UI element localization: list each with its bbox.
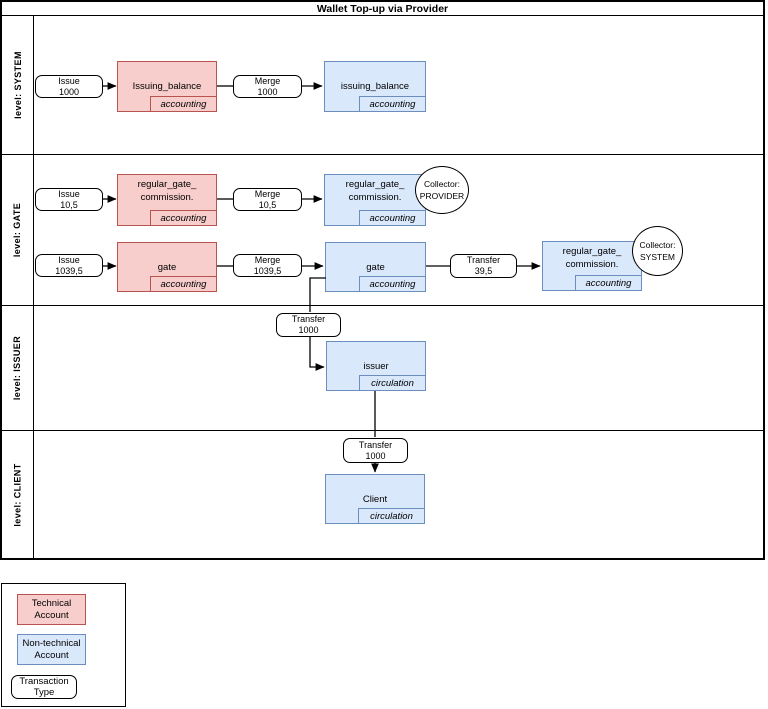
account-label: Issuing_balance bbox=[132, 81, 202, 92]
collector-label: Collector: bbox=[424, 179, 460, 189]
legend-transaction-type: Transaction Type bbox=[11, 675, 77, 699]
transaction-amount: 10,5 bbox=[258, 199, 277, 210]
lane-label-system: level: SYSTEM bbox=[2, 16, 33, 154]
transaction-amount: 39,5 bbox=[474, 266, 493, 276]
account-issuing-balance: issuing_balance accounting bbox=[324, 61, 426, 112]
lane-label-text: level: SYSTEM bbox=[12, 51, 23, 119]
legend-label: Account bbox=[34, 649, 69, 661]
account-tab-label: circulation bbox=[358, 508, 425, 524]
lane-label-divider bbox=[33, 16, 34, 560]
account-regular-gate-commission-technical: regular_gate_ commission. accounting bbox=[117, 174, 217, 226]
account-label: commission. bbox=[348, 192, 402, 203]
transaction-amount: 10,5 bbox=[60, 199, 78, 210]
transaction-amount: 1000 bbox=[298, 325, 319, 335]
legend-label: Account bbox=[34, 609, 69, 621]
account-tab-label: accounting bbox=[575, 275, 642, 291]
transaction-amount: 1000 bbox=[58, 86, 80, 97]
lane-label-text: level: CLIENT bbox=[12, 463, 23, 527]
transaction-verb: Transfer bbox=[358, 439, 393, 450]
transaction-verb: Merge bbox=[254, 75, 281, 86]
collector-provider-badge: Collector: PROVIDER bbox=[415, 166, 469, 214]
account-tab-label: accounting bbox=[359, 276, 426, 292]
transaction-issue-1000: Issue 1000 bbox=[35, 75, 103, 98]
account-label: regular_gate_ bbox=[562, 246, 622, 257]
collector-name: SYSTEM bbox=[640, 252, 675, 262]
legend-box: Technical Account Non-technical Account … bbox=[1, 583, 126, 707]
collector-system-badge: Collector: SYSTEM bbox=[632, 226, 683, 276]
transaction-transfer-39-5: Transfer 39,5 bbox=[450, 254, 517, 278]
account-label: Client bbox=[362, 493, 388, 505]
lane-label-text: level: ISSUER bbox=[12, 335, 23, 400]
transaction-merge-1000: Merge 1000 bbox=[233, 75, 302, 98]
account-issuer: issuer circulation bbox=[326, 341, 426, 391]
legend-label: Transaction bbox=[19, 675, 69, 687]
legend-label: Non-technical bbox=[22, 638, 81, 649]
transaction-verb: Issue bbox=[58, 188, 80, 199]
pool-title: Wallet Top-up via Provider bbox=[0, 0, 765, 16]
transaction-verb: Merge bbox=[254, 188, 281, 199]
collector-label: Collector: bbox=[639, 240, 676, 250]
account-regular-gate-commission-provider: regular_gate_ commission. accounting bbox=[324, 174, 426, 226]
account-client: Client circulation bbox=[325, 474, 425, 524]
transaction-amount: 1039,5 bbox=[55, 265, 83, 276]
account-tab-label: circulation bbox=[359, 375, 426, 391]
lane-label-gate: level: GATE bbox=[2, 154, 33, 305]
transaction-verb: Issue bbox=[58, 75, 80, 86]
lane-separator bbox=[0, 154, 765, 155]
account-tab-label: accounting bbox=[359, 96, 426, 112]
account-gate: gate accounting bbox=[325, 242, 426, 292]
account-tab-label: accounting bbox=[150, 210, 217, 226]
account-label: commission. bbox=[565, 259, 619, 270]
transaction-merge-1039-5: Merge 1039,5 bbox=[233, 254, 302, 277]
account-regular-gate-commission-system: regular_gate_ commission. accounting bbox=[542, 241, 642, 291]
account-label: commission. bbox=[140, 192, 194, 203]
account-label: gate bbox=[157, 261, 177, 273]
account-label: issuer bbox=[363, 360, 389, 372]
account-issuing-balance-technical: Issuing_balance accounting bbox=[117, 61, 217, 112]
transaction-transfer-1000-client: Transfer 1000 bbox=[343, 438, 408, 463]
account-label: regular_gate_ bbox=[137, 179, 197, 190]
collector-name: PROVIDER bbox=[419, 191, 465, 201]
account-label: regular_gate_ bbox=[345, 179, 405, 190]
transaction-verb: Transfer bbox=[466, 255, 501, 265]
legend-label: Technical bbox=[31, 598, 72, 609]
lane-label-issuer: level: ISSUER bbox=[2, 305, 33, 430]
legend-nontechnical-account: Non-technical Account bbox=[17, 634, 86, 665]
lane-separator bbox=[0, 430, 765, 431]
transaction-amount: 1000 bbox=[257, 86, 278, 97]
transaction-verb: Transfer bbox=[291, 314, 326, 324]
lane-separator bbox=[0, 305, 765, 306]
account-label: gate bbox=[366, 261, 385, 273]
transaction-verb: Issue bbox=[58, 254, 80, 265]
transaction-amount: 1000 bbox=[365, 450, 386, 461]
transaction-transfer-1000-issuer: Transfer 1000 bbox=[276, 313, 341, 337]
transaction-amount: 1039,5 bbox=[253, 265, 282, 276]
transaction-issue-10-5: Issue 10,5 bbox=[35, 188, 103, 211]
account-label: issuing_balance bbox=[340, 81, 410, 92]
account-tab-label: accounting bbox=[359, 210, 426, 226]
account-tab-label: accounting bbox=[150, 276, 217, 292]
lane-label-client: level: CLIENT bbox=[2, 430, 33, 560]
transaction-issue-1039-5: Issue 1039,5 bbox=[35, 254, 103, 277]
transaction-merge-10-5: Merge 10,5 bbox=[233, 188, 302, 211]
account-tab-label: accounting bbox=[150, 96, 217, 112]
transaction-verb: Merge bbox=[254, 254, 281, 265]
legend-label: Type bbox=[33, 687, 55, 698]
lane-label-text: level: GATE bbox=[12, 202, 23, 257]
account-gate-technical: gate accounting bbox=[117, 242, 217, 292]
legend-technical-account: Technical Account bbox=[17, 594, 86, 625]
